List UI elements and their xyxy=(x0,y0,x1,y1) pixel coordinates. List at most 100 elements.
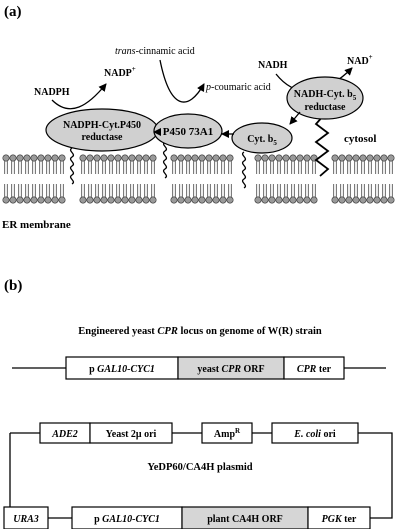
b5-reductase-enzyme xyxy=(286,76,364,120)
lipid-head xyxy=(114,154,122,162)
ampr-box xyxy=(201,422,253,444)
lipid-head xyxy=(93,196,101,204)
lipid-head xyxy=(184,196,192,204)
lipid-head xyxy=(93,154,101,162)
lipid-head xyxy=(2,154,10,162)
lipid-head xyxy=(387,196,395,204)
yeast-2mu-ori-box xyxy=(89,422,173,444)
er-membrane-bilayer xyxy=(2,154,395,204)
lipid-head xyxy=(170,196,178,204)
plasmid-promoter-label: p GAL10-CYC1 xyxy=(94,514,160,525)
lipid-head xyxy=(254,196,262,204)
lipid-head xyxy=(212,154,220,162)
nadp-label: NADP+ xyxy=(104,65,136,79)
lipid-head xyxy=(296,154,304,162)
cpr-label-line2: reductase xyxy=(82,132,123,143)
cinnamic-to-coumaric-arrow xyxy=(159,59,205,103)
lipid-head xyxy=(352,196,360,204)
lipid-head xyxy=(352,154,360,162)
cytb5-anchor-coil xyxy=(241,151,247,189)
ampr-label: AmpR xyxy=(214,427,241,440)
lipid-head xyxy=(86,196,94,204)
b5-reductase-anchor xyxy=(314,114,330,177)
p-coumaric-acid-label: p-coumaric acid xyxy=(205,82,271,93)
lipid-head xyxy=(121,154,129,162)
lipid-head xyxy=(310,196,318,204)
lipid-head xyxy=(107,196,115,204)
lipid-head xyxy=(289,154,297,162)
lipid-head xyxy=(268,196,276,204)
lipid-head xyxy=(303,196,311,204)
lipid-head xyxy=(44,154,52,162)
lipid-head xyxy=(254,154,262,162)
b5-reductase-label-line2: reductase xyxy=(305,102,346,113)
lipid-head xyxy=(345,196,353,204)
lipid-head xyxy=(128,196,136,204)
lipid-head xyxy=(79,154,87,162)
lipid-head xyxy=(107,154,115,162)
lipid-head xyxy=(30,196,38,204)
panel-a-label: (a) xyxy=(4,4,22,20)
lipid-head xyxy=(142,196,150,204)
lipid-head xyxy=(149,196,157,204)
b5-reductase-label-line1: NADH-Cyt. b5 xyxy=(294,89,357,102)
lipid-head xyxy=(345,154,353,162)
lipid-head xyxy=(135,154,143,162)
lipid-head xyxy=(44,196,52,204)
lipid-head xyxy=(226,154,234,162)
lipid-head xyxy=(268,154,276,162)
lipid-head xyxy=(114,196,122,204)
panel-b-label: (b) xyxy=(4,278,22,294)
cytosol-label: cytosol xyxy=(344,133,376,145)
lipid-head xyxy=(359,154,367,162)
locus-title: Engineered yeast CPR locus on genome of … xyxy=(78,326,322,337)
lipid-head xyxy=(261,196,269,204)
locus-promoter-label: p GAL10-CYC1 xyxy=(89,364,155,375)
lipid-head xyxy=(2,196,10,204)
lipid-head xyxy=(387,154,395,162)
lipid-head xyxy=(51,154,59,162)
nadph-label: NADPH xyxy=(34,87,70,98)
er-membrane-label: ER membrane xyxy=(2,219,71,231)
lipid-head xyxy=(23,196,31,204)
lipid-head xyxy=(338,196,346,204)
lipid-head xyxy=(128,154,136,162)
lipid-head xyxy=(226,196,234,204)
cytb5-enzyme xyxy=(231,122,293,154)
lipid-head xyxy=(191,154,199,162)
lipid-head xyxy=(373,196,381,204)
lipid-head xyxy=(100,196,108,204)
pgk-ter-box xyxy=(307,506,371,529)
lipid-head xyxy=(177,154,185,162)
lipid-head xyxy=(205,196,213,204)
lipid-head xyxy=(198,196,206,204)
lipid-head xyxy=(212,196,220,204)
lipid-head xyxy=(205,154,213,162)
lipid-head xyxy=(79,196,87,204)
lipid-head xyxy=(219,154,227,162)
lipid-head xyxy=(275,154,283,162)
lipid-head xyxy=(380,196,388,204)
cpr-label-line1: NADPH-Cyt.P450 xyxy=(63,120,141,131)
cpr-anchor-coil xyxy=(69,147,75,185)
trans-cinnamic-acid-label: trans-cinnamic acid xyxy=(115,46,195,57)
lipid-head xyxy=(366,154,374,162)
locus-cpr-orf-label: yeast CPR ORF xyxy=(197,364,264,375)
pgk-ter-label: PGK ter xyxy=(322,514,357,525)
lipid-head xyxy=(121,196,129,204)
lipid-head xyxy=(380,154,388,162)
lipid-head xyxy=(9,196,17,204)
lipid-head xyxy=(16,154,24,162)
lipid-head xyxy=(282,154,290,162)
lipid-head xyxy=(261,154,269,162)
lipid-head xyxy=(16,196,24,204)
lipid-head xyxy=(359,196,367,204)
lipid-head xyxy=(338,154,346,162)
lipid-head xyxy=(149,154,157,162)
lipid-head xyxy=(303,154,311,162)
lipid-head xyxy=(58,154,66,162)
lipid-head xyxy=(9,154,17,162)
lipid-head xyxy=(191,196,199,204)
lipid-head xyxy=(51,196,59,204)
